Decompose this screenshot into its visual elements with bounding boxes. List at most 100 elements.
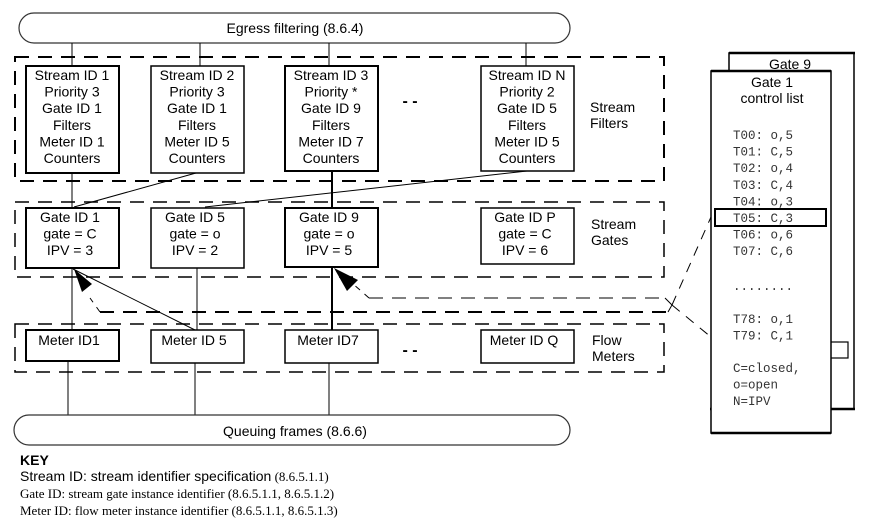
control-list-entry: T00: o,5 [733, 129, 793, 143]
stream-gate-line: Gate ID 5 [165, 209, 225, 225]
flow-meter-label: Meter ID Q [490, 332, 559, 348]
stream-filter-line: Stream ID N [488, 67, 565, 83]
egress-connectors [71, 43, 527, 66]
control-list-dots: ........ [733, 280, 793, 294]
stream-gate-line: gate = C [498, 226, 551, 242]
stream-gate-line: gate = o [170, 226, 221, 242]
meter-queue-connectors [67, 361, 330, 417]
stream-filter-line: Counters [44, 150, 101, 166]
flow-meter-texts: Meter ID1 Meter ID 5 Meter ID7 Meter ID Q [38, 332, 558, 348]
meters-ellipsis: - - [402, 342, 417, 359]
control-list-entry: T07: C,6 [733, 245, 793, 259]
arrowhead-icon [74, 269, 92, 292]
stream-filter-line: Gate ID 9 [301, 100, 361, 116]
gate-1-title: Gate 1 [751, 74, 793, 90]
stream-filter-line: Counters [303, 150, 360, 166]
stream-filter-boxes [25, 65, 575, 174]
flow-meter-boxes [25, 329, 575, 364]
key-item-gate-id: Gate ID: stream gate instance identifier… [20, 486, 335, 501]
control-list-entry: T02: o,4 [733, 162, 793, 176]
stream-filter-line: Filters [312, 117, 350, 133]
control-list-legend-line: N=IPV [733, 395, 771, 409]
stream-filter-line: Stream ID 3 [294, 67, 369, 83]
flow-meters-group [14, 323, 665, 373]
stream-filter-line: Counters [499, 150, 556, 166]
stream-filter-line: Counters [169, 150, 226, 166]
section-label-stream: Stream [590, 99, 635, 115]
stream-filter-box [25, 65, 120, 174]
stream-filters-group [14, 56, 665, 182]
egress-filtering-label: Egress filtering (8.6.4) [227, 20, 364, 36]
egress-filtering-block: Egress filtering (8.6.4) [18, 12, 571, 44]
stream-gate-line: gate = o [304, 226, 355, 242]
stream-gate-line: IPV = 5 [306, 242, 353, 258]
flow-meter-label: Meter ID7 [297, 332, 359, 348]
stream-gate-line: IPV = 6 [502, 242, 549, 258]
stream-gate-line: IPV = 3 [47, 242, 94, 258]
stream-gate-box [480, 207, 575, 265]
control-list-entry: T04: o,3 [733, 195, 793, 209]
stream-filter-line: Meter ID 1 [39, 133, 105, 149]
flow-meter-box [25, 329, 120, 362]
stream-filter-line: Gate ID 1 [42, 100, 102, 116]
stream-filter-line: Meter ID 5 [164, 133, 230, 149]
stream-filter-line: Filters [53, 117, 91, 133]
section-label-gates: Gates [591, 232, 628, 248]
stream-gate-line: Gate ID P [494, 209, 555, 225]
stream-filter-line: Meter ID 5 [494, 133, 560, 149]
control-list-entry: T01: C,5 [733, 146, 793, 160]
flow-meter-box [480, 329, 575, 364]
stream-filter-box [480, 65, 575, 172]
stream-filter-line: Gate ID 1 [167, 100, 227, 116]
key-item-meter-id: Meter ID: flow meter instance identifier… [20, 503, 338, 518]
gate-meter-connectors [71, 267, 333, 332]
control-list-entry: T79: C,1 [733, 330, 793, 344]
stream-filter-line: Meter ID 7 [298, 133, 364, 149]
control-list-entry: T05: C,3 [733, 212, 793, 226]
stream-filter-line: Priority 3 [169, 84, 224, 100]
control-list-entry: T78: o,1 [733, 313, 793, 327]
stream-gate-line: Gate ID 9 [299, 209, 359, 225]
stream-filter-line: Priority * [305, 84, 358, 100]
section-label-filters: Filters [590, 115, 628, 131]
queuing-frames-block: Queuing frames (8.6.6) [13, 414, 571, 446]
section-label-stream-2: Stream [591, 216, 636, 232]
arrowhead-icon [334, 268, 358, 291]
flow-meter-label: Meter ID 5 [161, 332, 227, 348]
key-item-stream-id: Stream ID: stream identifier specificati… [20, 468, 329, 485]
control-list-subtitle: control list [740, 90, 803, 106]
filters-ellipsis: - - [402, 93, 417, 110]
stream-gate-line: gate = C [43, 226, 96, 242]
flow-meter-label: Meter ID1 [38, 332, 100, 348]
control-list-legend-line: C=closed, [733, 362, 801, 376]
stream-gate-box [284, 207, 379, 268]
stream-gate-boxes [25, 207, 575, 269]
stream-filter-line: Stream ID 1 [35, 67, 110, 83]
stream-filter-line: Gate ID 5 [497, 100, 557, 116]
flow-meter-box [150, 329, 245, 364]
control-list-legend-line: o=open [733, 379, 778, 393]
control-list-entry: T03: C,4 [733, 179, 793, 193]
control-list-entry: T06: o,6 [733, 229, 793, 243]
section-label-meters: Meters [592, 348, 635, 364]
stream-gate-box [150, 207, 245, 269]
stream-filter-line: Priority 2 [499, 84, 554, 100]
key-title: KEY [20, 452, 49, 468]
key-item-term: Stream ID: stream identifier specificati… [20, 468, 272, 484]
stream-gate-box [25, 207, 120, 269]
stream-filter-line: Priority 3 [44, 84, 99, 100]
queuing-frames-label: Queuing frames (8.6.6) [223, 423, 367, 439]
stream-gate-line: Gate ID 1 [40, 209, 100, 225]
stream-filter-line: Stream ID 2 [160, 67, 235, 83]
control-list-routing [89, 216, 712, 338]
stream-gate-line: IPV = 2 [172, 242, 219, 258]
gate-9-title: Gate 9 [769, 56, 811, 72]
highlighted-entry-frame [714, 208, 827, 227]
